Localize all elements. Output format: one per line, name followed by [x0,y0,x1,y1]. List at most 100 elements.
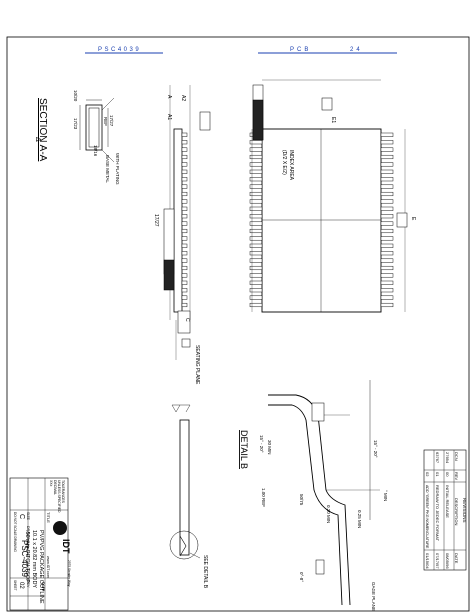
top-label-e: E [410,217,416,221]
tb-rev-value: 02 [18,582,24,589]
top-lead-right [380,251,394,256]
top-body [261,128,382,313]
tb-size-value: C [18,514,25,519]
top-lead-left [249,273,263,278]
header-rule-right: PCB 24 [258,47,397,54]
rev-h-dcn: DCN [454,452,459,461]
top-lead-left [249,280,263,285]
top-lead-left [249,288,263,293]
top-lead-left [249,162,263,167]
rev-r1-dcn: 27694 [445,452,450,464]
top-lead-left [249,214,263,219]
side-lead [181,258,188,263]
section-dim-ref: REF [103,117,108,126]
top-lead-right [380,302,394,308]
side-lead [181,302,188,308]
side-body [173,128,183,313]
side-lead [181,280,188,285]
side-lead [181,214,188,219]
tb-drawing-no: PSC-4039 [20,540,29,577]
rev-r3-rev: 02 [425,472,430,477]
detail-b: DETAIL B 15° - 20° 30 MIN 1.00 REF 50/75… [239,380,388,611]
top-lead-right [380,199,394,204]
rev-title: REVISIONS [462,498,467,523]
header-rule-left: PSC4039 [85,47,163,54]
top-lead-right [380,280,394,285]
rev-r2-date: 07/17/97 [435,553,440,569]
side-lead [181,162,188,167]
header-left-label: PSC4039 [98,47,141,53]
detail-gage-plane: GAGE PLANE [371,582,376,611]
top-lead-left [249,236,263,241]
top-lead-right [380,147,394,152]
top-lead-left [249,147,263,152]
top-lead-left [249,243,263,248]
tb-url: www.IDT.com [46,556,50,578]
side-label-a2: A2 [180,95,186,101]
rev-r1-desc: INITIAL RELEASE [445,485,450,518]
top-lead-left [249,228,263,234]
detail-0-8: 0°-8° [299,572,304,582]
side-lead [181,140,188,145]
top-lead-left [249,140,263,145]
side-lead [181,177,188,182]
top-lead-right [380,184,394,189]
top-lead-right [380,265,394,271]
side-lead [181,184,188,189]
index-area: INDEX AREA [288,150,294,181]
section-lead-core [88,107,100,148]
top-lead-left [249,265,263,271]
top-view: INDEX AREA (D/2 X E/2) E1 E [249,79,416,313]
top-lead-right [380,206,394,211]
top-label-e1: E1 [330,117,336,123]
side-lead [181,236,188,241]
top-lead-right [380,140,394,145]
detail-025: 0.25 MIN [357,510,362,528]
side-lead [181,169,188,174]
revision-block: REVISIONS DCN REV DESCRIPTION DATE 27694… [423,449,467,571]
tb-scale-note: DO NOT SCALE DRAWING [13,512,17,552]
top-lead-right [380,258,394,263]
tb-sheet-label: SHEET [13,580,17,591]
side-lead [181,147,188,152]
top-lead-right [380,214,394,219]
side-view: A A2 A1 17/27 C SEATING PLANE [153,85,211,385]
detail-020: 0.20 MIN [326,505,331,523]
top-lead-right [380,228,394,234]
detail-angle-2: 15° - 20° [373,440,378,458]
tol-4: XX± [49,480,53,487]
side-lead [181,273,188,278]
top-lead-right [380,273,394,278]
top-lead-left [249,251,263,256]
top-lead-right [380,177,394,182]
tb-rev-label: REV [26,580,30,588]
top-lead-left [249,169,263,174]
tb-size-label: SIZE [26,512,30,521]
rev-h-desc: DESCRIPTION [454,498,459,525]
section-dim-1: 10/20 [73,90,78,102]
rev-h-date: DATE [454,553,459,564]
section-a-a: SECTION A-A Δ 10/20 17/27 REF 17/23 18/1… [34,90,120,185]
side-label-a: A [166,95,172,99]
detail-min: ° MIN [383,490,388,501]
side-lead [181,251,188,256]
tb-doc-title-1: PV/PVG PACKAGE OUTLINE [38,530,44,604]
logo-text: IDT [61,539,71,554]
side-lead [181,132,188,137]
header-right-label: PCB [290,47,311,53]
index-area-dim: (D/2 X E/2) [281,150,287,175]
top-lead-left [249,154,263,160]
top-lead-left [249,199,263,204]
top-lead-right [380,132,394,137]
side-lead [181,265,188,271]
section-title: SECTION A-A [37,98,48,162]
top-lead-left [249,177,263,182]
rev-r3-desc: ADD "GREEN" PKG NOMENCLATURE [425,485,429,549]
rev-r2-desc: REDRAW TO JEDEC FORMAT [435,485,440,542]
section-lead-outline [85,104,103,151]
rev-r1-date: 08/05/96 [445,553,450,569]
side-label-a1: A1 [166,114,172,120]
detail-b-title: DETAIL B [239,430,249,469]
rev-r1-rev: 00 [445,472,450,477]
